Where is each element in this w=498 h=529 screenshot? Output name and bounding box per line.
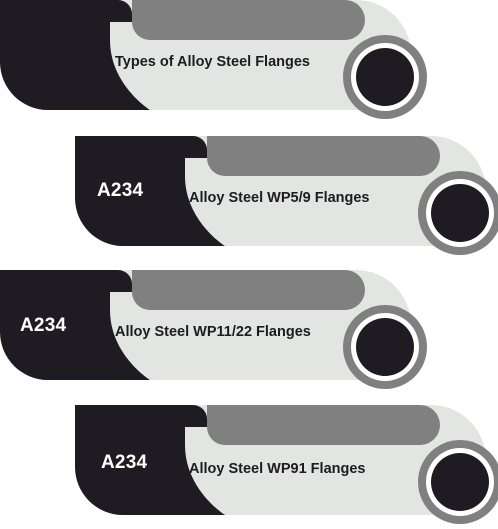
flange-item-4-shape — [75, 405, 498, 524]
flange-item-1-dot — [356, 48, 414, 106]
flange-item-1-bar — [132, 0, 365, 40]
flange-item-2-dark-block — [75, 136, 225, 246]
flange-item-4-label: Alloy Steel WP91 Flanges — [189, 461, 366, 477]
flange-item-2: A234 Alloy Steel WP5/9 Flanges — [75, 136, 498, 256]
flange-item-3-code: A234 — [20, 315, 67, 336]
flange-item-3-label: Alloy Steel WP11/22 Flanges — [115, 324, 311, 340]
flange-item-2-bar — [207, 136, 440, 176]
flange-item-4-bar — [207, 405, 440, 445]
flange-item-3-dark-block — [0, 270, 150, 380]
flange-item-2-label: Alloy Steel WP5/9 Flanges — [189, 190, 370, 206]
flange-item-4: A234 Alloy Steel WP91 Flanges — [75, 405, 498, 527]
flange-item-3-shape — [0, 270, 427, 389]
flange-item-1-shape — [0, 0, 427, 119]
flange-item-3-dot — [356, 318, 414, 376]
flange-item-3: A234 Alloy Steel WP11/22 Flanges — [0, 270, 427, 390]
flange-item-1: Types of Alloy Steel Flanges — [0, 0, 427, 119]
flange-item-2-code: A234 — [97, 180, 144, 201]
flange-item-2-shape — [75, 136, 498, 255]
flange-item-1-label: Types of Alloy Steel Flanges — [115, 54, 310, 70]
flange-item-3-bar — [132, 270, 365, 310]
flange-item-2-dot — [431, 184, 489, 242]
flange-item-4-dark-block — [75, 405, 225, 515]
flange-item-4-code: A234 — [101, 452, 148, 473]
flange-item-4-dot — [431, 453, 489, 511]
flange-item-1-dark-block — [0, 0, 150, 110]
